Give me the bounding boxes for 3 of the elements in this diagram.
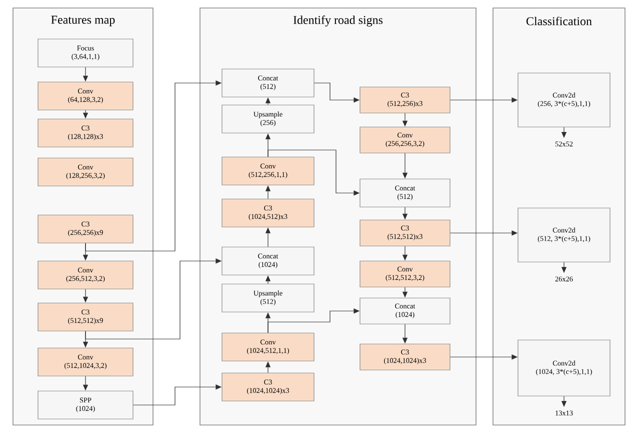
panel-title: Features map [51, 16, 115, 26]
panel-title: Classification [526, 16, 592, 26]
panel-title: Identify road signs [293, 15, 383, 27]
